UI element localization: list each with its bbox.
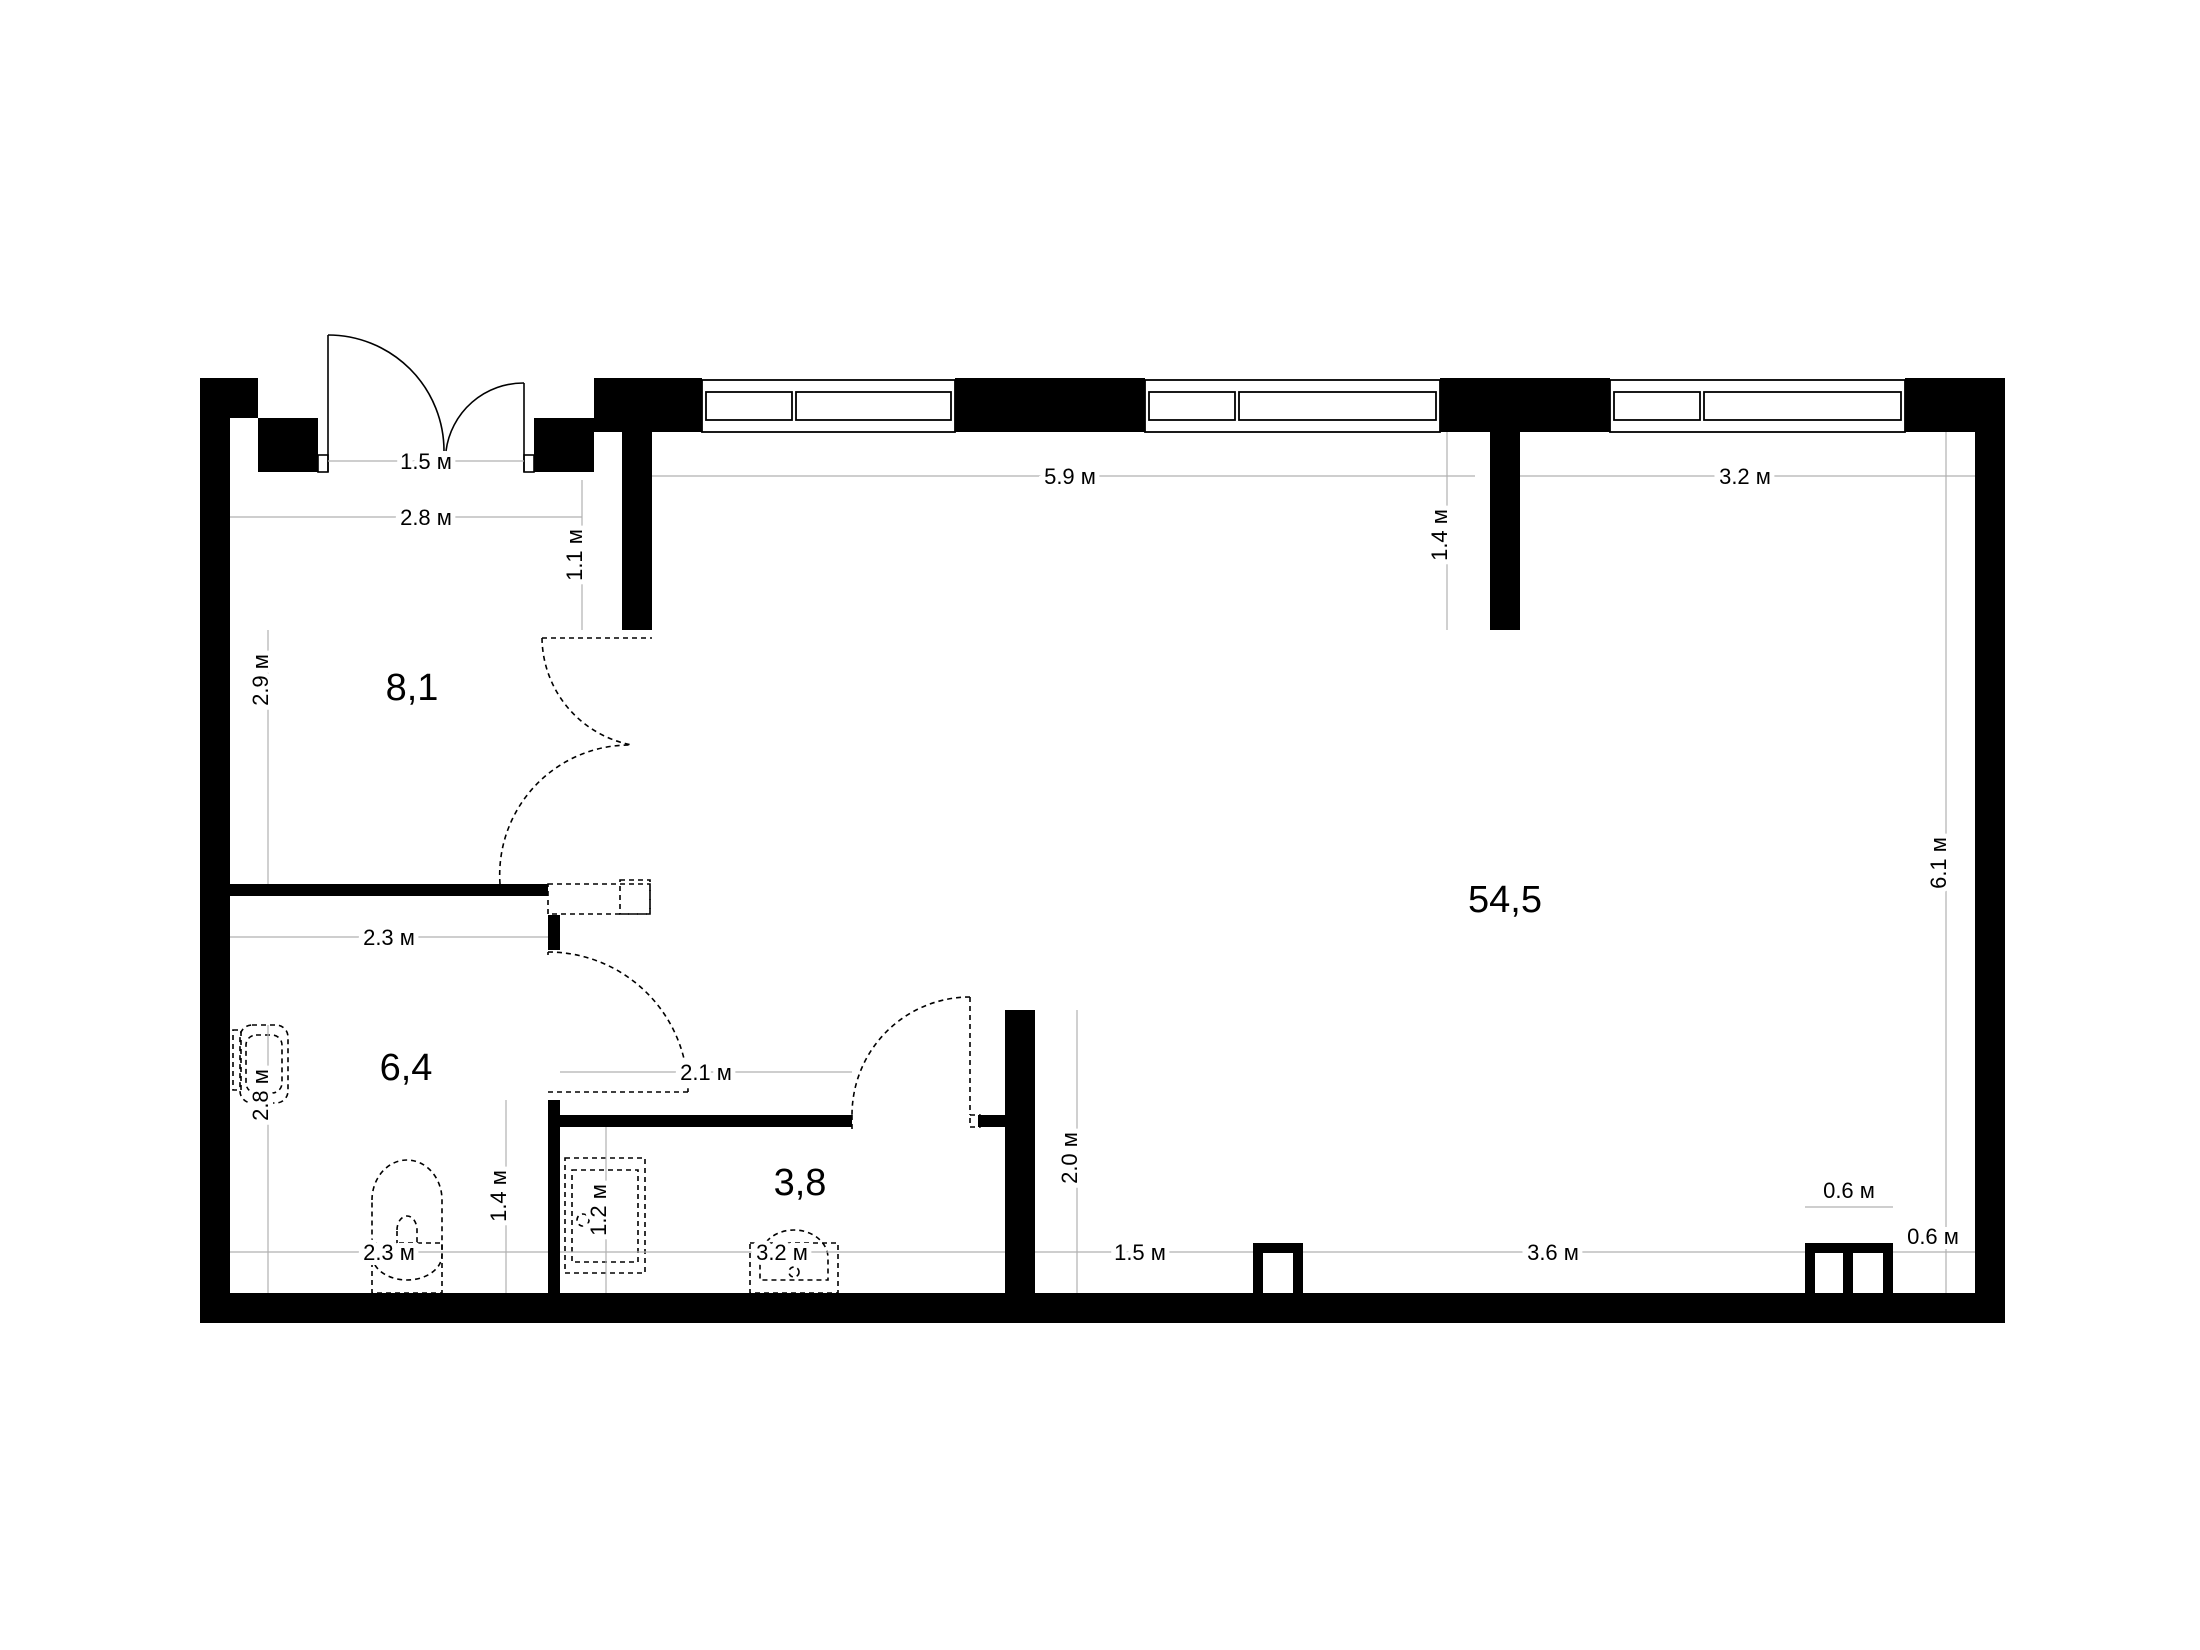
room-area-main-hall: 54,5 bbox=[1468, 879, 1542, 921]
bathroom-door bbox=[547, 951, 689, 1093]
interior-walls bbox=[230, 432, 1893, 1293]
dim-radiator-depth: 0.6 м bbox=[1907, 1224, 1959, 1249]
room-area-entry-hall: 8,1 bbox=[386, 667, 439, 709]
window-3 bbox=[1609, 379, 1906, 433]
fixtures bbox=[232, 1024, 839, 1294]
entry-double-door bbox=[498, 637, 652, 915]
dim-bath-partition: 1.4 м bbox=[486, 1170, 511, 1222]
window-2 bbox=[1144, 379, 1441, 433]
dim-main-column: 1.4 м bbox=[1427, 509, 1452, 561]
washroom-door bbox=[851, 996, 981, 1130]
entrance-double-door bbox=[317, 334, 535, 473]
room-area-bathroom: 6,4 bbox=[380, 1047, 433, 1089]
toilet-2 bbox=[749, 1229, 839, 1294]
dim-main-depth: 6.1 м bbox=[1926, 837, 1951, 889]
dim-radiator-width: 0.6 м bbox=[1823, 1178, 1875, 1203]
dimension-labels: 1.5 м 2.8 м 1.1 м 2.9 м 5.9 м 3.2 м 1.4 … bbox=[243, 444, 1964, 1270]
dim-bath-depth: 2.8 м bbox=[248, 1069, 273, 1121]
window-1 bbox=[701, 379, 956, 433]
room-areas: 8,1 6,4 3,8 54,5 bbox=[380, 667, 1542, 1204]
doors bbox=[317, 334, 981, 1130]
room-area-washroom: 3,8 bbox=[774, 1162, 827, 1204]
dim-entry-wall-stub: 1.1 м bbox=[562, 529, 587, 581]
dim-main-top-right: 3.2 м bbox=[1719, 464, 1771, 489]
dim-main-bottom-mid: 3.6 м bbox=[1527, 1240, 1579, 1265]
dim-entry-depth: 2.9 м bbox=[248, 654, 273, 706]
dim-wash-width: 2.1 м bbox=[680, 1060, 732, 1085]
washroom-sink bbox=[564, 1157, 646, 1274]
windows bbox=[701, 379, 1906, 433]
dimension-lines bbox=[230, 432, 1975, 1293]
dim-main-top-left: 5.9 м bbox=[1044, 464, 1096, 489]
bathroom-sink bbox=[232, 1024, 289, 1104]
dim-bath-width: 2.3 м bbox=[363, 925, 415, 950]
dim-entrance-door: 1.5 м bbox=[400, 449, 452, 474]
dim-wash-bottom: 3.2 м bbox=[756, 1240, 808, 1265]
dim-entry-width: 2.8 м bbox=[400, 505, 452, 530]
dim-bath-bottom: 2.3 м bbox=[363, 1240, 415, 1265]
dim-main-partition: 2.0 м bbox=[1057, 1132, 1082, 1184]
toilet bbox=[371, 1159, 443, 1294]
dim-main-bottom-left: 1.5 м bbox=[1114, 1240, 1166, 1265]
exterior-walls bbox=[200, 378, 2005, 1323]
dim-wash-sink: 1.2 м bbox=[586, 1184, 611, 1236]
